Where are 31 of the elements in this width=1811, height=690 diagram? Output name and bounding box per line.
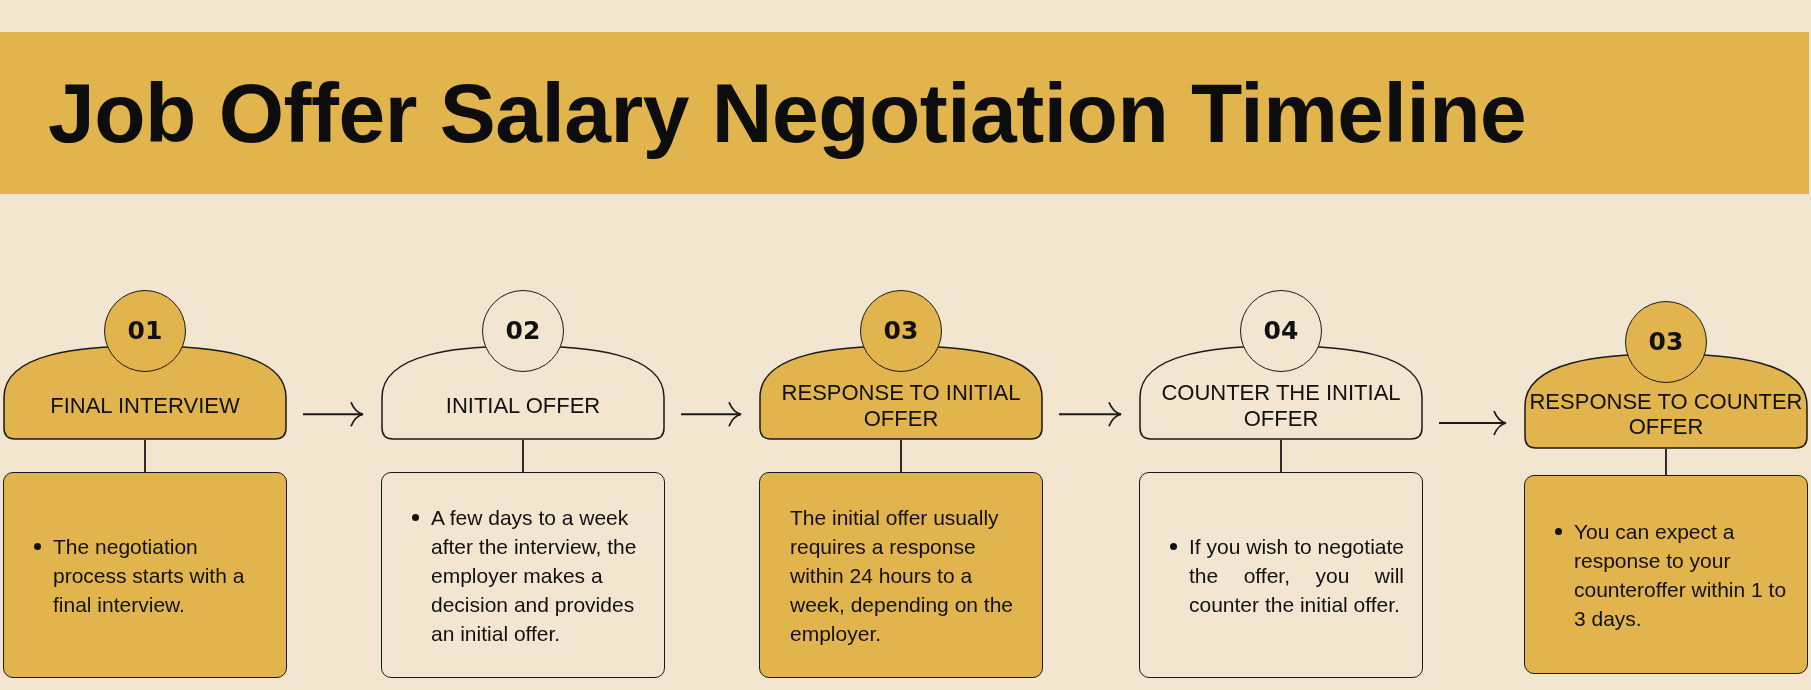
connector-line [144,439,146,473]
step-number: 03 [1648,326,1684,359]
description-text: You can expect a response to your counteroffer within 1 to 3 days. [1574,518,1788,632]
step-title-dome [3,345,287,440]
step-title: INITIAL OFFER [445,392,601,419]
connector-line [1280,439,1282,473]
step-title: COUNTER THE INITIAL OFFER [1160,380,1402,431]
step-description-card [1139,472,1423,678]
description-text: If you wish to negotiate the offer, you will counter the initial offer. [1189,533,1404,618]
step-number: 04 [1263,315,1299,348]
step-description-card [3,472,287,678]
step-title-dome [381,345,665,440]
step-title-dome [1139,345,1423,440]
step-number: 01 [127,315,163,348]
step-number: 02 [505,315,541,348]
title: Job Offer Salary Negotiation Timeline [48,65,1527,162]
step-title-dome [1524,353,1808,449]
step-description-card [1524,475,1808,674]
step-title: RESPONSE TO COUNTER OFFER [1528,388,1804,440]
description-text: The negotiation process starts with a final interview. [53,533,246,618]
step-title: FINAL INTERVIEW [50,392,240,419]
step-number: 03 [883,315,919,348]
step-title-dome [759,345,1043,440]
connector-line [900,439,902,473]
description-text: A few days to a week after the interview, the employer makes a decision and provides an initial offer. [431,504,638,647]
connector-line [1665,448,1667,476]
connector-line [522,439,524,473]
step-title: RESPONSE TO INITIAL OFFER [780,380,1022,431]
description-text: The initial offer usually requires a response within 24 hours to a week, depending on the employer. [790,504,1014,647]
step-description-card [759,472,1043,678]
step-description-card [381,472,665,678]
